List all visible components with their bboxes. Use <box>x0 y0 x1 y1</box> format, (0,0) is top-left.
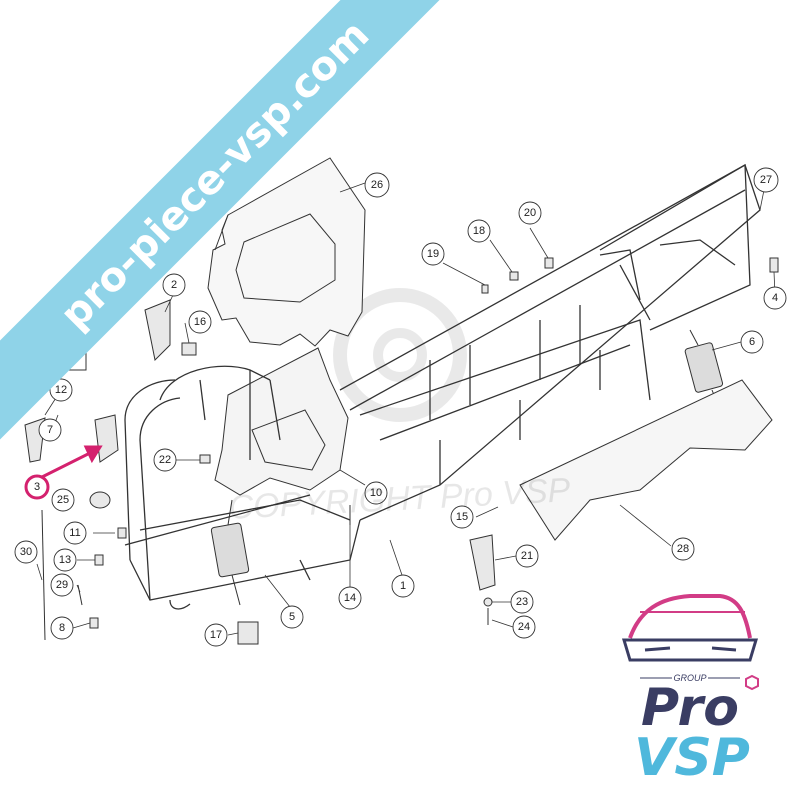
part-18 <box>509 271 519 281</box>
bracket-part-2 <box>144 299 171 362</box>
callout-18: 18 <box>473 225 485 237</box>
callout-14: 14 <box>344 592 356 604</box>
callout-19: 19 <box>427 248 439 260</box>
callout-3: 3 <box>34 481 40 493</box>
callout-circles <box>14 167 787 647</box>
part-16 <box>181 342 197 356</box>
callout-22: 22 <box>159 454 171 466</box>
callout-29: 29 <box>56 579 68 591</box>
callout-21: 21 <box>521 550 533 562</box>
callout-8: 8 <box>59 622 65 634</box>
callout-16: 16 <box>194 316 206 328</box>
part-19 <box>481 284 489 294</box>
part-20 <box>544 257 554 269</box>
part-11 <box>117 527 127 539</box>
skid-plate-part-28 <box>519 379 773 541</box>
logo-vsp-text: VSP <box>634 728 750 788</box>
callout-5: 5 <box>289 611 295 623</box>
callout-4: 4 <box>772 292 778 304</box>
callout-2: 2 <box>171 279 177 291</box>
callout-30: 30 <box>20 546 32 558</box>
bushing-part-25 <box>89 491 111 509</box>
callout-24: 24 <box>518 621 530 633</box>
callout-1: 1 <box>400 580 406 592</box>
bracket-part-3 <box>94 414 119 463</box>
main-frame-part-1 <box>124 163 761 610</box>
callout-12: 12 <box>55 384 67 396</box>
floor-plate-part-26 <box>207 157 366 347</box>
watermark-circle-logo <box>333 288 467 422</box>
callout-27: 27 <box>760 174 772 186</box>
callout-circle-3 <box>24 474 50 500</box>
provsp-logo: GROUP Pro VSP <box>621 594 759 788</box>
callout-17: 17 <box>210 629 222 641</box>
callout-23: 23 <box>516 596 528 608</box>
callout-10: 10 <box>370 487 382 499</box>
callout-15: 15 <box>456 511 468 523</box>
highlight-arrow-part-3 <box>39 445 103 480</box>
part-23 <box>483 597 493 607</box>
rod-part-30 <box>41 509 46 641</box>
callout-13: 13 <box>59 554 71 566</box>
callout-28: 28 <box>677 543 689 555</box>
part-22 <box>199 454 211 464</box>
callout-7: 7 <box>47 424 53 436</box>
car-icon <box>621 594 759 662</box>
logo-group-text: GROUP <box>673 673 706 683</box>
logo-pro-text: Pro <box>641 678 739 738</box>
part-13 <box>94 554 104 566</box>
callout-labels: 26 27 4 6 2 16 9 12 7 3 25 11 13 29 8 30… <box>20 174 778 641</box>
part-4 <box>769 257 779 273</box>
callout-6: 6 <box>749 336 755 348</box>
hexagon-icon <box>745 674 759 691</box>
callout-26: 26 <box>371 179 383 191</box>
callout-20: 20 <box>524 207 536 219</box>
part-8 <box>89 617 99 629</box>
small-parts <box>24 257 779 645</box>
bracket-part-21 <box>469 534 496 591</box>
part-17 <box>237 621 259 645</box>
callout-25: 25 <box>57 494 69 506</box>
shock-absorber-part-5 <box>210 499 250 606</box>
seat-plate-part-10 <box>214 347 349 496</box>
callout-11: 11 <box>69 527 80 539</box>
